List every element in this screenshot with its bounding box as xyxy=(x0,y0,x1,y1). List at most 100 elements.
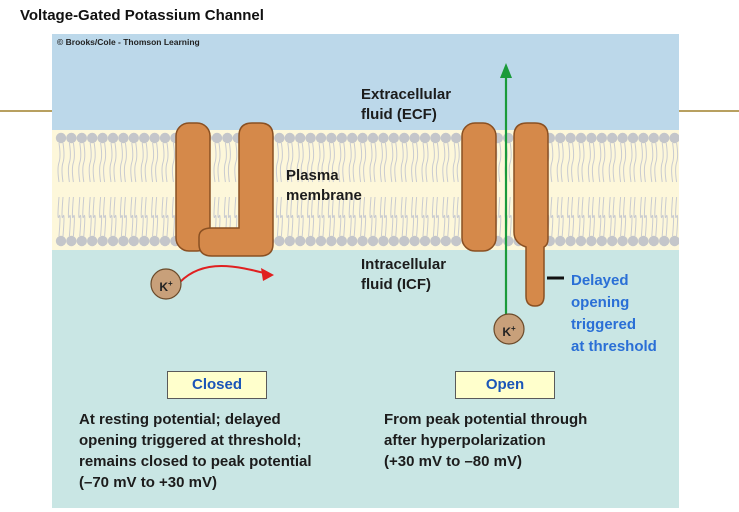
lipid-tail xyxy=(598,142,602,183)
lipid-tail xyxy=(71,142,75,183)
lipid-head xyxy=(419,132,431,144)
lipid-tail xyxy=(660,196,664,237)
lipid-head xyxy=(555,132,566,144)
lipid-head xyxy=(399,132,410,144)
lipid-tail xyxy=(650,142,654,183)
lipid-tail xyxy=(99,196,103,237)
lipid-tail xyxy=(508,142,512,183)
lipid-tail xyxy=(567,142,571,183)
lipid-head xyxy=(326,235,337,247)
lipid-tail xyxy=(321,196,325,237)
lipid-tail xyxy=(400,142,404,183)
lipid-tail xyxy=(400,196,404,237)
lipid-tail xyxy=(161,142,165,183)
lipid-tail xyxy=(390,142,394,183)
lipid-tail xyxy=(671,196,675,237)
lipid-tail xyxy=(99,142,103,183)
lipid-tail xyxy=(435,142,439,183)
lipid-tail xyxy=(300,196,304,237)
lipid-tail xyxy=(591,196,595,237)
lipid-head xyxy=(347,132,358,144)
lipid-tail xyxy=(591,142,595,183)
lipid-tail xyxy=(446,196,450,237)
lipid-tail xyxy=(675,142,679,183)
lipid-tail xyxy=(556,196,560,237)
lipid-head xyxy=(659,132,670,144)
lipid-head xyxy=(555,235,566,247)
lipid-head xyxy=(128,235,139,247)
lipid-head xyxy=(367,235,379,247)
lipid-head xyxy=(295,235,306,247)
lipid-head xyxy=(274,235,285,247)
lipid-tail xyxy=(654,196,658,237)
lipid-head xyxy=(503,132,514,144)
lipid-tail xyxy=(227,142,231,183)
lipid-head xyxy=(295,132,306,144)
lipid-head xyxy=(440,235,451,247)
lipid-tail xyxy=(421,196,425,237)
lipid-head xyxy=(575,235,587,247)
lipid-tail xyxy=(321,142,325,183)
lipid-tail xyxy=(498,196,502,237)
lipid-tail xyxy=(290,142,294,183)
lipid-tail xyxy=(425,196,429,237)
lipid-head xyxy=(118,132,129,144)
lipid-tail xyxy=(550,142,554,183)
lipid-head xyxy=(305,132,316,144)
lipid-head xyxy=(76,235,87,247)
lipid-tail xyxy=(140,196,144,237)
lipid-tail xyxy=(155,196,159,237)
lipid-head xyxy=(211,132,223,144)
lipid-tail xyxy=(57,196,61,237)
lipid-tail xyxy=(639,142,643,183)
lipid-tail xyxy=(234,196,238,237)
lipid-tail xyxy=(369,196,373,237)
lipid-tail xyxy=(331,196,335,237)
lipid-tail xyxy=(78,196,82,237)
lipid-head xyxy=(76,132,87,144)
lipid-head xyxy=(586,235,597,247)
lipid-tail xyxy=(442,142,446,183)
lipid-head xyxy=(128,132,139,144)
lipid-tail xyxy=(571,196,575,237)
lipid-tail xyxy=(508,196,512,237)
lipid-head xyxy=(565,235,576,247)
lipid-tail xyxy=(311,196,315,237)
lipid-tail xyxy=(411,196,415,237)
lipid-tail xyxy=(452,196,456,237)
lipid-tail xyxy=(587,196,591,237)
copyright-notice: © Brooks/Cole - Thomson Learning xyxy=(57,37,200,47)
lipid-tail xyxy=(612,142,616,183)
lipid-tail xyxy=(275,196,279,237)
lipid-head xyxy=(149,235,160,247)
lipid-tail xyxy=(623,142,627,183)
lipid-head xyxy=(66,235,77,247)
lipid-tail xyxy=(144,142,148,183)
lipid-tail xyxy=(161,196,165,237)
lipid-tail xyxy=(286,142,290,183)
lipid-head xyxy=(315,235,327,247)
lipid-head xyxy=(149,132,160,144)
lipid-tail xyxy=(171,142,175,183)
closed-channel-inactivation-gate xyxy=(198,122,274,257)
lipid-head xyxy=(419,235,431,247)
lipid-tail xyxy=(415,142,419,183)
lipid-tail xyxy=(234,142,238,183)
open-channel xyxy=(461,122,549,307)
lipid-tail xyxy=(82,196,86,237)
lipid-tail xyxy=(88,142,92,183)
lipid-tail xyxy=(608,142,612,183)
lipid-tail xyxy=(296,196,300,237)
lipid-tail xyxy=(113,142,117,183)
lipid-head xyxy=(388,235,399,247)
lipid-head xyxy=(284,132,295,144)
lipid-tail xyxy=(431,196,435,237)
lipid-tail xyxy=(279,196,283,237)
lipid-tail xyxy=(109,142,113,183)
lipid-tail xyxy=(446,142,450,183)
lipid-tail xyxy=(123,196,127,237)
lipid-tail xyxy=(498,142,502,183)
lipid-head xyxy=(440,132,451,144)
